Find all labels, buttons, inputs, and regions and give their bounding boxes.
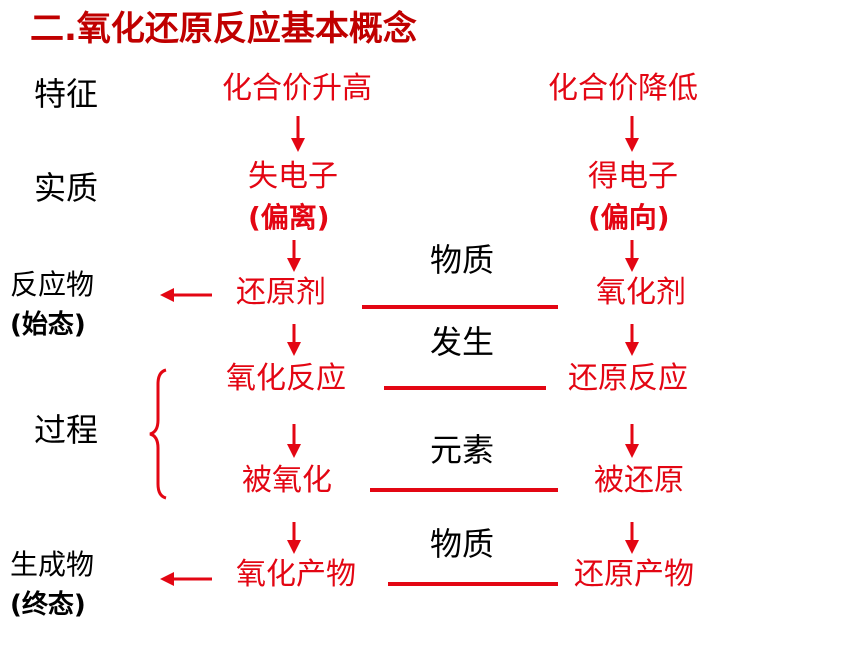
- arrow-head-left-2: [287, 258, 301, 272]
- label-product: 生成物: [10, 548, 95, 581]
- right-process: 被还原: [594, 463, 684, 498]
- middle-agent-label: 物质: [430, 241, 495, 279]
- label-process: 过程: [34, 411, 99, 449]
- left-reaction: 氧化反应: [226, 361, 346, 396]
- label-reactant-state: (始态): [10, 310, 86, 340]
- left-process: 被氧化: [242, 463, 332, 498]
- arrow-head-left-4: [287, 444, 301, 458]
- right-agent: 氧化剂: [596, 275, 686, 310]
- middle-process-label: 元素: [430, 431, 495, 469]
- arrow-head-right-4: [625, 444, 639, 458]
- arrow-head-left-3: [287, 342, 301, 356]
- label-reactant: 反应物: [10, 268, 95, 301]
- arrow-left-product-head: [160, 572, 174, 586]
- page-title: 二.氧化还原反应基本概念: [30, 9, 417, 49]
- arrow-head-right-2: [625, 258, 639, 272]
- process-brace: [149, 368, 167, 500]
- right-electron: 得电子: [588, 159, 678, 194]
- left-product: 氧化产物: [236, 557, 356, 592]
- arrow-head-right-3: [625, 342, 639, 356]
- label-feature: 特征: [34, 75, 99, 113]
- label-essence: 实质: [34, 169, 99, 207]
- left-electron: 失电子: [248, 159, 338, 194]
- right-valence: 化合价降低: [548, 71, 698, 106]
- arrow-head-left-1: [291, 138, 305, 152]
- left-valence: 化合价升高: [222, 71, 372, 106]
- right-reaction: 还原反应: [568, 361, 688, 396]
- right-electron-note: (偏向): [588, 201, 670, 234]
- middle-product-label: 物质: [430, 525, 495, 563]
- arrow-left-reactant-head: [160, 288, 174, 302]
- arrow-head-left-5: [287, 540, 301, 554]
- label-product-state: (终态): [10, 590, 86, 620]
- middle-reaction-label: 发生: [430, 323, 495, 361]
- left-electron-note: (偏离): [248, 201, 330, 234]
- left-agent: 还原剂: [236, 275, 326, 310]
- right-product: 还原产物: [574, 557, 694, 592]
- arrow-head-right-1: [625, 138, 639, 152]
- arrow-head-right-5: [625, 540, 639, 554]
